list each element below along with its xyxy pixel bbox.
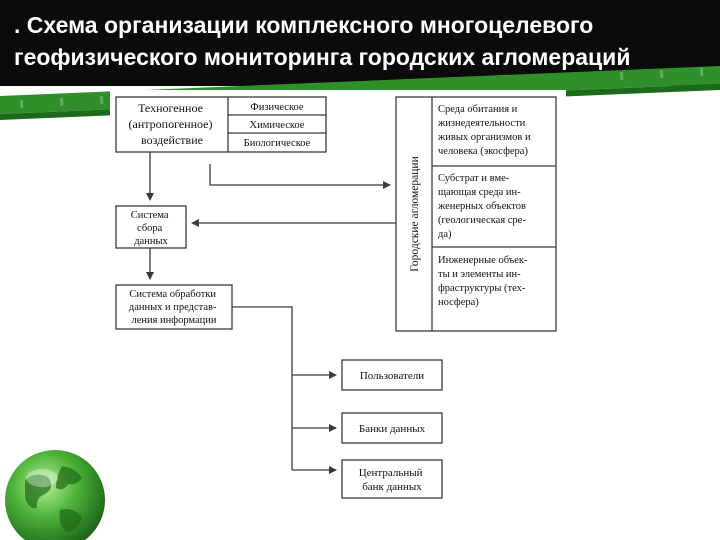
collection-label: Система сбора данных	[131, 210, 171, 247]
agglomerations-label: Городские агломерации	[409, 156, 421, 271]
databanks-box	[341, 412, 443, 444]
impact-type-physical: Физическое	[250, 102, 303, 113]
central-databank-box	[341, 459, 443, 499]
impact-box	[115, 96, 327, 153]
users-box	[341, 359, 443, 391]
output-central-databank: Центральный банк данных	[359, 467, 426, 493]
sphere-technosphere: Инженерные объек- ты и элементы ин- фрас…	[438, 255, 530, 308]
output-databanks: Банки данных	[359, 423, 426, 435]
title-text-1: Схема организации комплексного многоцеле…	[26, 12, 594, 38]
processing-label: Система обработки данных и представ- лен…	[129, 289, 219, 326]
collection-box	[115, 205, 187, 249]
output-users: Пользователи	[360, 370, 424, 382]
arrow-impact-to-agglomerations	[209, 164, 391, 189]
slide-title-line-2: геофизического мониторинга городских агл…	[14, 44, 631, 70]
impact-label: Техногенное (антропогенное) воздействие	[129, 101, 216, 147]
globe-icon	[5, 450, 105, 540]
sphere-ecosphere: Среда обитания и жизнедеятельности живых…	[437, 104, 533, 157]
title-bar: . Схема организации комплексного многоце…	[0, 0, 720, 86]
title-marker: .	[14, 12, 21, 38]
impact-type-biological: Биологическое	[244, 138, 311, 149]
slide-title-line-1: . Схема организации комплексного многоце…	[14, 12, 593, 39]
scheme-svg: Техногенное (антропогенное) воздействие …	[115, 96, 557, 499]
agglomerations-box	[395, 96, 557, 332]
sphere-geological: Субстрат и вме- щающая среда ин- женерны…	[437, 173, 529, 240]
impact-type-chemical: Химическое	[250, 120, 305, 131]
monitoring-scheme: Техногенное (антропогенное) воздействие …	[110, 90, 566, 510]
